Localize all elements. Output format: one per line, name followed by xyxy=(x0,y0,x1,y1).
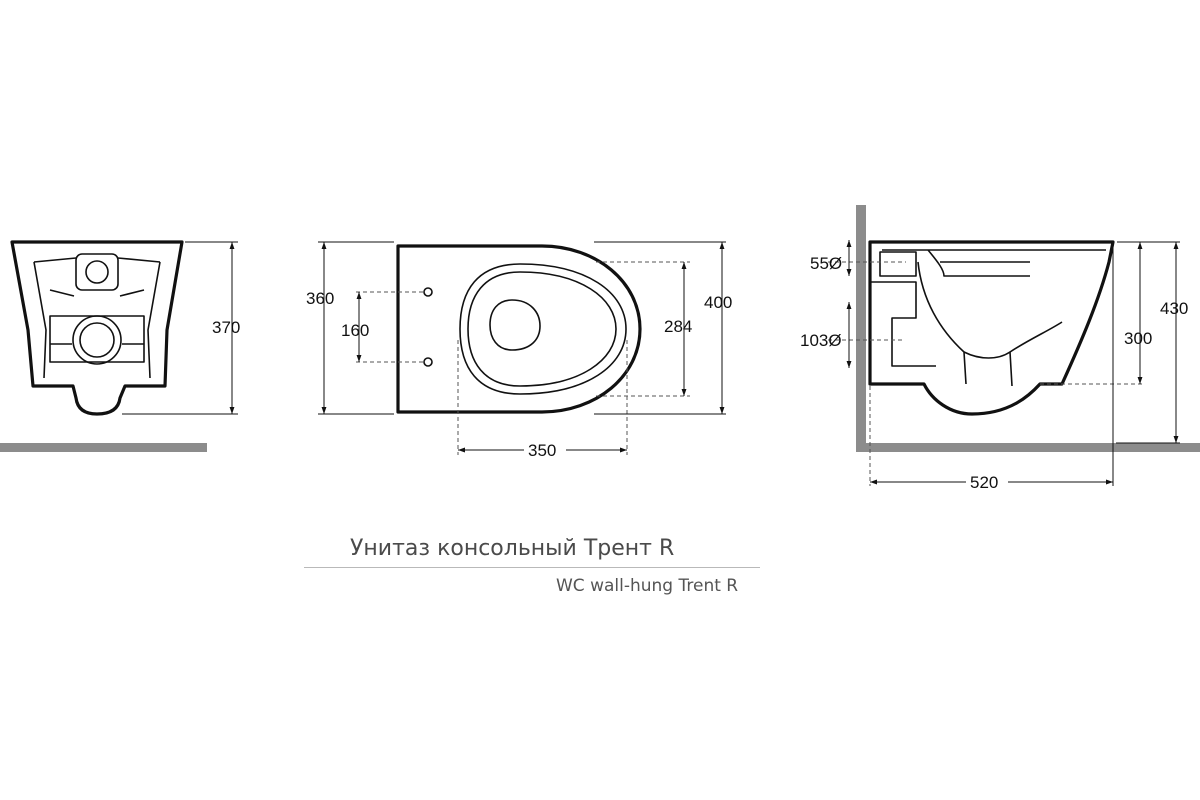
side-outlet-upper-rect xyxy=(879,251,917,277)
front-lower-outlet-outer xyxy=(72,315,122,365)
side-body-outline xyxy=(868,240,1115,416)
side-view: 55Ø 103Ø 300 430 520 xyxy=(800,205,1200,492)
side-bowl-interior xyxy=(917,261,1063,385)
front-body-outline xyxy=(10,240,184,416)
dim-label-350-bg xyxy=(524,440,566,460)
front-side-channel-right xyxy=(119,289,145,345)
top-bowl-inner xyxy=(467,271,617,387)
dim-label-370: 370 xyxy=(212,318,240,337)
floor xyxy=(856,443,1200,452)
dim-label-520: 520 xyxy=(970,473,998,492)
front-side-channel-left xyxy=(49,289,75,345)
dim-label-55: 55Ø xyxy=(810,254,842,273)
top-mount-hole-upper xyxy=(423,287,433,297)
front-tank-cover xyxy=(75,253,119,291)
top-view: 360 160 284 400 350 xyxy=(306,241,732,460)
caption-title-ru: Унитаз консольный Трент R xyxy=(350,536,675,561)
dim-label-300: 300 xyxy=(1124,329,1152,348)
top-bowl-outer xyxy=(459,263,627,395)
side-outlet-lower-shape xyxy=(870,281,936,367)
front-inner-left xyxy=(33,261,47,379)
dim-label-430: 430 xyxy=(1160,299,1188,318)
front-inner-right xyxy=(147,261,161,379)
front-trap-shape xyxy=(49,315,145,363)
side-seat-rim xyxy=(882,249,1106,277)
wall xyxy=(856,205,866,452)
top-mount-hole-lower xyxy=(423,357,433,367)
floor-line xyxy=(0,443,207,452)
front-upper-outlet-circle xyxy=(85,260,109,284)
front-rim xyxy=(33,257,161,263)
dim-label-103: 103Ø xyxy=(800,331,842,350)
dim-label-520-bg xyxy=(966,472,1008,492)
front-lower-outlet-inner xyxy=(79,322,115,358)
dim-label-284: 284 xyxy=(664,317,692,336)
dim-label-160: 160 xyxy=(341,321,369,340)
front-view: 370 xyxy=(0,240,240,452)
top-bowl-opening xyxy=(489,299,541,351)
dim-label-350: 350 xyxy=(528,441,556,460)
caption-divider xyxy=(304,567,760,568)
top-body-outline xyxy=(396,244,642,414)
dim-label-360: 360 xyxy=(306,289,334,308)
caption-title-en: WC wall-hung Trent R xyxy=(556,576,739,596)
dim-label-400: 400 xyxy=(704,293,732,312)
side-trap-inner xyxy=(963,351,1013,387)
